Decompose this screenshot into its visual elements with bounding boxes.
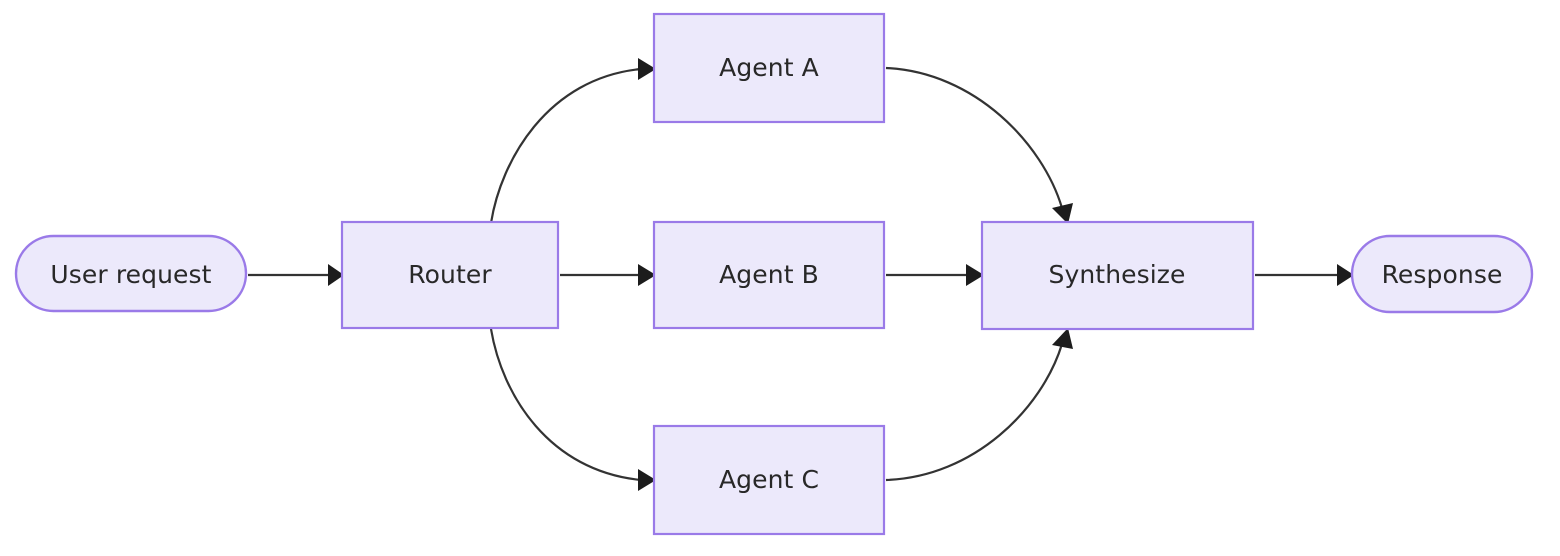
node-response[interactable]: Response (1350, 234, 1534, 314)
node-synthesize[interactable]: Synthesize (980, 220, 1255, 331)
arrowhead (1052, 328, 1073, 349)
node-label-user-request: User request (50, 260, 211, 289)
node-shape-stadium[interactable] (1350, 234, 1534, 314)
node-label-agent-a: Agent A (719, 53, 819, 82)
edge-agent-b-to-synthesize (886, 264, 984, 286)
node-layer: User request Router Agent A Agent B Agen… (14, 12, 1534, 536)
edge-user-request-to-router (248, 264, 344, 286)
edge-router-to-agent-c (489, 328, 656, 491)
edge-line (885, 66, 1064, 209)
node-shape-rect[interactable] (980, 220, 1255, 331)
node-shape-rect[interactable] (652, 12, 886, 124)
node-label-response: Response (1382, 260, 1503, 289)
edge-router-to-agent-a (489, 58, 656, 224)
node-router[interactable]: Router (340, 220, 560, 330)
node-shape-stadium[interactable] (14, 234, 248, 313)
arrowhead (1337, 264, 1354, 286)
arrowhead (638, 58, 656, 80)
node-shape-rect[interactable] (652, 220, 886, 330)
node-shape-rect[interactable] (652, 424, 886, 536)
edge-line (885, 343, 1064, 482)
node-label-synthesize: Synthesize (1048, 260, 1185, 289)
edge-agent-c-to-synthesize (885, 328, 1073, 482)
arrowhead (638, 264, 656, 286)
node-user-request[interactable]: User request (14, 234, 248, 313)
edge-line (489, 328, 642, 482)
node-label-router: Router (408, 260, 492, 289)
arrowhead (1052, 203, 1073, 224)
edge-layer (248, 58, 1354, 491)
node-shape-rect[interactable] (340, 220, 560, 330)
node-label-agent-c: Agent C (719, 465, 819, 494)
node-agent-b[interactable]: Agent B (652, 220, 886, 330)
edge-synthesize-to-response (1255, 264, 1354, 286)
edge-line (489, 67, 642, 224)
arrowhead (638, 469, 656, 491)
node-agent-a[interactable]: Agent A (652, 12, 886, 124)
arrowhead (966, 264, 984, 286)
arrowhead (328, 264, 344, 286)
edge-router-to-agent-b (560, 264, 656, 286)
edge-agent-a-to-synthesize (885, 66, 1073, 224)
node-label-agent-b: Agent B (719, 260, 819, 289)
node-agent-c[interactable]: Agent C (652, 424, 886, 536)
